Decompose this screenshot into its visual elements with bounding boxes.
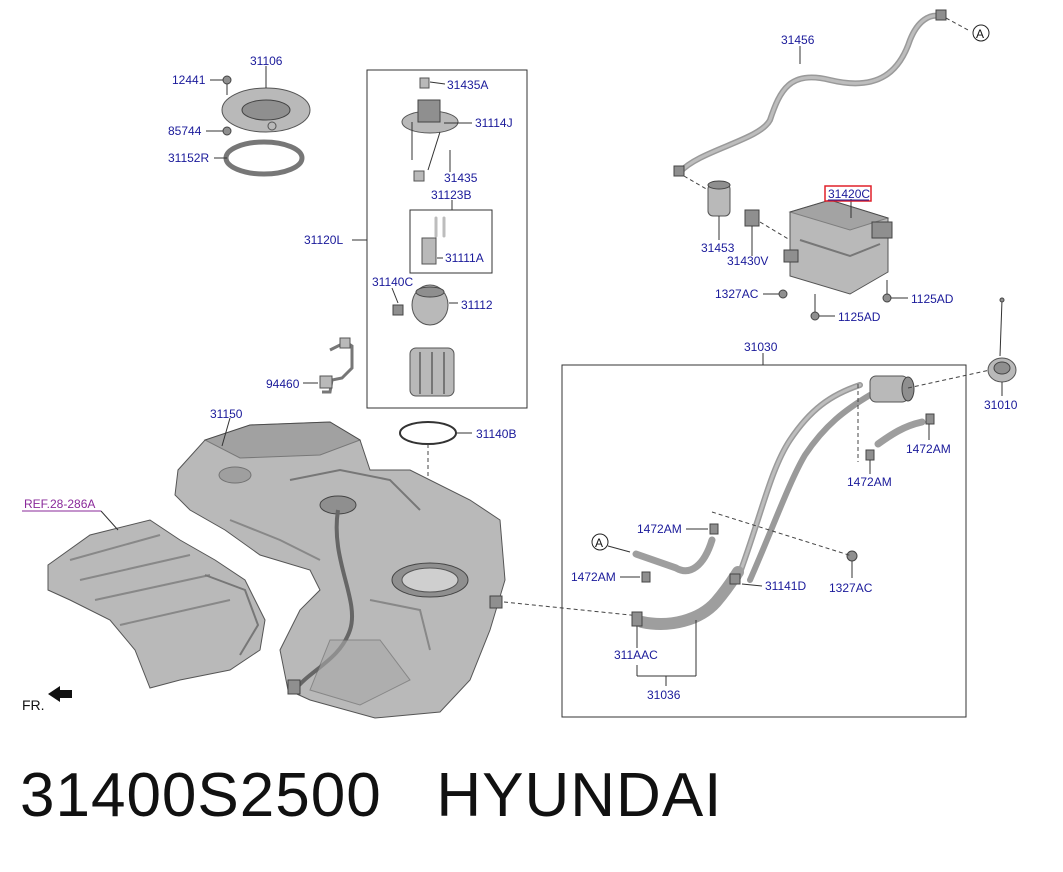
parts-diagram: 31106 12441 85744 31152R 31435A 31114J 3…	[22, 9, 1018, 719]
label-31150: 31150	[210, 407, 243, 421]
label-31112: 31112	[461, 298, 493, 312]
footer-part-number: 31400S2500	[20, 761, 382, 830]
gasket-31140B[interactable]	[399, 421, 457, 445]
label-31111A: 31111A	[445, 251, 484, 265]
filler-neck-parts	[620, 369, 991, 686]
ring-31152R[interactable]	[223, 139, 305, 177]
label-1327AC-bottom: 1327AC	[829, 581, 873, 595]
callout-a-bottom: A	[595, 536, 603, 550]
label-31141D: 31141D	[765, 579, 806, 593]
fr-label: FR.	[22, 697, 45, 713]
label-31140C: 31140C	[372, 275, 413, 289]
fuel-tank-31150[interactable]	[174, 417, 506, 719]
fuel-cap-31010[interactable]	[987, 297, 1017, 396]
canister-group	[683, 175, 908, 321]
label-31120L: 31120L	[304, 233, 343, 247]
bolt-1125AD-bottom[interactable]	[810, 311, 820, 321]
label-94460: 94460	[266, 377, 300, 391]
label-85744: 85744	[168, 124, 202, 138]
callout-circle-a-top	[972, 24, 990, 42]
bracket-94460[interactable]	[303, 337, 354, 394]
hose-1472AM-right[interactable]	[874, 418, 926, 448]
label-1472AM-d: 1472AM	[847, 475, 892, 489]
label-1125AD-right: 1125AD	[911, 292, 954, 306]
cover-plate-group	[206, 66, 311, 177]
filler-neck-box	[561, 364, 967, 718]
hose-31036[interactable]	[636, 566, 744, 630]
label-31123B: 31123B	[431, 188, 471, 202]
label-1125AD-bottom: 1125AD	[838, 310, 881, 324]
label-1472AM-b: 1472AM	[571, 570, 616, 584]
callout-a-top: A	[976, 27, 984, 41]
label-31152R: 31152R	[168, 151, 209, 165]
label-31420C[interactable]: 31420C	[828, 187, 870, 201]
vapor-hose-31456[interactable]	[673, 9, 969, 177]
filter-subbox	[409, 209, 493, 274]
ref-label[interactable]: REF.28-286A	[24, 497, 95, 511]
label-12441: 12441	[172, 73, 206, 87]
screw-12441[interactable]	[222, 75, 232, 85]
pump-module-box	[366, 69, 528, 409]
callout-circle-a-bottom	[591, 533, 609, 551]
nut-1327AC-top[interactable]	[778, 289, 788, 299]
regulator-31140C[interactable]	[392, 304, 404, 316]
highlight-31420C	[824, 185, 872, 202]
nut-1327AC-bottom[interactable]	[846, 550, 858, 562]
heat-shield[interactable]	[47, 519, 266, 689]
connector-31435[interactable]	[413, 170, 425, 182]
footer-brand: HYUNDAI	[436, 761, 723, 830]
label-1472AM-c: 1472AM	[906, 442, 951, 456]
front-arrow-icon	[48, 686, 72, 702]
label-31456: 31456	[781, 33, 815, 47]
label-31106: 31106	[250, 54, 283, 68]
label-31030: 31030	[744, 340, 778, 354]
label-31453: 31453	[701, 241, 735, 255]
pump-module-parts	[352, 77, 472, 397]
valve-31430V[interactable]	[744, 209, 760, 227]
label-31140B: 31140B	[476, 427, 516, 441]
label-31114J: 31114J	[475, 116, 513, 130]
bolt-1125AD-right[interactable]	[882, 293, 892, 303]
label-31010: 31010	[984, 398, 1018, 412]
label-31435A: 31435A	[447, 78, 488, 92]
label-1327AC-top: 1327AC	[715, 287, 759, 301]
label-31036: 31036	[647, 688, 681, 702]
breather-hose[interactable]	[632, 536, 716, 575]
footer-caption: 31400S2500 HYUNDAI	[20, 760, 722, 831]
label-31430V: 31430V	[727, 254, 768, 268]
label-1472AM-a: 1472AM	[637, 522, 682, 536]
label-311AAC: 311AAC	[614, 648, 658, 662]
screw-85744[interactable]	[222, 126, 232, 136]
filter-31111A[interactable]	[421, 237, 437, 265]
label-31435: 31435	[444, 171, 478, 185]
